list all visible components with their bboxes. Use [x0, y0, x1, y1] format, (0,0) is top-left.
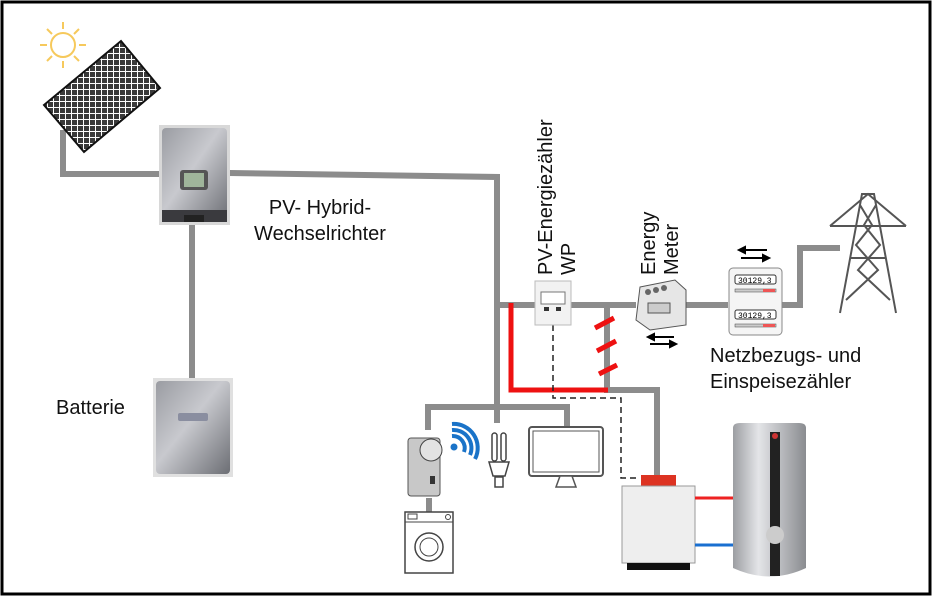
meter-reading-import: 30129,3	[738, 277, 772, 286]
battery-icon	[153, 378, 233, 477]
washing-machine-icon	[404, 511, 454, 574]
monitor-icon	[528, 426, 604, 488]
inverter-label-line2: Wechselrichter	[254, 223, 386, 245]
pv-energy-meter-icon	[534, 280, 572, 326]
wifi-icon	[450, 421, 480, 460]
inverter-label-line1: PV- Hybrid-	[269, 197, 371, 219]
wiring	[60, 130, 840, 512]
heat-pump-icon	[621, 475, 696, 570]
inverter-icon	[159, 125, 230, 225]
smart-plug-icon	[407, 437, 443, 497]
sun-icon	[40, 22, 86, 68]
grid-meter-icon: 30129,3 30129,3	[728, 267, 783, 336]
heat-pump-supply-line	[508, 303, 619, 393]
grid-meter-label-line2: Einspeisezähler	[710, 371, 852, 393]
light-bulb-icon	[488, 432, 510, 488]
grid-meter-label-line1: Netzbezugs- und	[710, 345, 861, 367]
energy-meter-icon	[635, 279, 687, 331]
solar-panel-icon	[42, 39, 162, 154]
hot-water-tank-icon	[733, 423, 806, 577]
battery-label: Batterie	[56, 397, 125, 419]
power-pylon-icon	[829, 192, 907, 314]
energy-meter-label-line1: Energy	[638, 212, 660, 275]
meter-reading-export: 30129,3	[738, 312, 772, 321]
pv-meter-label-line1: PV-Energiezähler	[535, 119, 557, 275]
bidirectional-arrows-icon	[645, 245, 772, 349]
pv-meter-label-line2: WP	[558, 243, 580, 275]
energy-meter-label-line2: Meter	[661, 224, 683, 275]
control-signal-line	[552, 325, 640, 479]
